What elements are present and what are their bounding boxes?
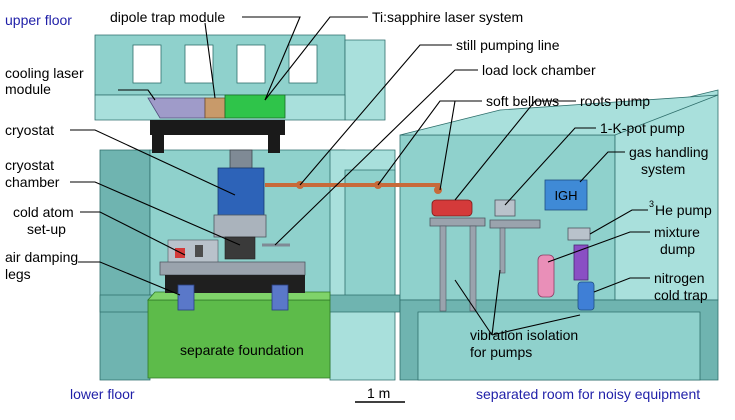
roots-pump-body: [431, 199, 473, 217]
optics-dark-component: [195, 245, 203, 257]
lead-cold-atom: [80, 211, 186, 256]
label-mixture-1: mixture: [654, 224, 700, 240]
pump-frame-leg-1: [439, 225, 447, 312]
labels: upper floor lower floor separated room f…: [5, 9, 712, 402]
label-he-pump-sup: 3: [649, 199, 654, 209]
label-cryostat-chamber-1: cryostat: [5, 157, 54, 173]
label-cold-atom-2: set-up: [27, 221, 66, 237]
label-cold-atom-1: cold atom: [13, 204, 74, 220]
lead-he-pump: [589, 209, 648, 235]
lead-dipole: [204, 22, 216, 99]
lead-vibration-1: [454, 279, 493, 336]
lead-gas-handling: [579, 151, 625, 183]
label-air-damping-2: legs: [5, 266, 31, 282]
label-still-pumping: still pumping line: [456, 37, 560, 53]
separate-foundation-block: [147, 291, 331, 379]
lead-mixture-dump: [547, 231, 650, 263]
label-vibration-2: for pumps: [470, 344, 532, 360]
cryostat-chamber-core: [224, 236, 256, 260]
label-scale-bar: 1 m: [367, 385, 390, 401]
cold-atom-setup: [159, 239, 306, 311]
one-k-pot-pump-body: [494, 199, 516, 217]
air-damping-leg-right: [271, 284, 289, 311]
cryostat-chamber-box: [213, 214, 267, 238]
lead-load-lock: [274, 69, 478, 246]
label-separate-foundation: separate foundation: [180, 342, 304, 358]
lead-cryostat-chamber: [70, 181, 241, 246]
upper-floor-pillar: [344, 39, 386, 121]
lead-vibration-2: [491, 269, 501, 336]
pump-frame-leg-3: [499, 227, 506, 274]
nitrogen-cold-trap: [577, 281, 595, 311]
lead-still-pumping: [299, 44, 452, 186]
lead-nitrogen: [593, 277, 650, 293]
label-vibration-1: vibration isolation: [470, 327, 578, 343]
cryostat-body: [217, 167, 265, 219]
mixture-dump-purple: [573, 244, 589, 281]
gas-handling-box: [544, 179, 588, 211]
label-dipole-trap: dipole trap module: [110, 9, 225, 25]
label-one-k-pot: 1-K-pot pump: [600, 120, 685, 136]
upper-optical-table: [147, 94, 286, 153]
lead-cooling-laser: [118, 89, 156, 101]
label-upper-floor: upper floor: [5, 12, 72, 28]
lead-roots-pump: [454, 100, 576, 201]
label-nitrogen-1: nitrogen: [654, 270, 705, 286]
partition-opening: [344, 169, 396, 301]
he-pump-body: [567, 227, 591, 241]
label-roots-pump: roots pump: [580, 93, 650, 109]
pump-equipment: IGH: [429, 179, 595, 312]
label-soft-bellows: soft bellows: [486, 93, 559, 109]
pump-frame-top-1: [429, 217, 486, 227]
leader-lines: [70, 16, 650, 403]
lead-air-damping: [78, 261, 181, 296]
label-mixture-2: dump: [660, 241, 695, 257]
lower-table-top: [159, 261, 306, 276]
lead-one-k-pot: [504, 127, 596, 206]
label-cooling-laser-2: module: [5, 81, 51, 97]
window-1: [132, 44, 162, 84]
lead-cryostat: [70, 129, 236, 196]
label-air-damping-1: air damping: [5, 249, 78, 265]
label-cooling-laser-1: cooling laser: [5, 65, 84, 81]
upper-table-leg-left: [152, 135, 164, 153]
label-nitrogen-2: cold trap: [654, 287, 708, 303]
pump-frame-top-2: [489, 219, 541, 229]
lower-table-body: [165, 275, 305, 293]
separated-room-front: [417, 311, 701, 381]
mixture-dump-cylinder: [537, 254, 555, 298]
label-gas-handling-2: system: [641, 161, 685, 177]
label-separated-room: separated room for noisy equipment: [476, 386, 700, 402]
foundation-front: [147, 299, 331, 379]
lead-ti-sapphire: [264, 16, 368, 101]
upper-table-top: [150, 120, 285, 135]
igh-label: IGH: [554, 188, 577, 203]
dipole-trap-module-box: [204, 97, 226, 119]
ti-sapphire-laser-box: [224, 94, 286, 119]
lead-dipole-extra: [242, 16, 301, 101]
label-load-lock: load lock chamber: [482, 62, 596, 78]
label-cryostat: cryostat: [5, 122, 54, 138]
cryostat-assembly: [213, 149, 267, 260]
label-he-pump: He pump: [655, 202, 712, 218]
separated-room-roof: [399, 94, 719, 136]
cryostat-top: [229, 149, 253, 169]
window-3: [236, 44, 266, 84]
lead-soft-bellows-2: [439, 100, 482, 191]
label-ti-sapphire: Ti:sapphire laser system: [372, 9, 523, 25]
label-gas-handling-1: gas handling: [629, 144, 708, 160]
upper-table-leg-right: [268, 135, 280, 153]
air-damping-leg-left: [177, 284, 195, 311]
label-cryostat-chamber-2: chamber: [5, 174, 60, 190]
pump-frame-leg-2: [469, 225, 477, 312]
lead-vibration-3: [491, 314, 581, 336]
label-lower-floor: lower floor: [70, 386, 135, 402]
